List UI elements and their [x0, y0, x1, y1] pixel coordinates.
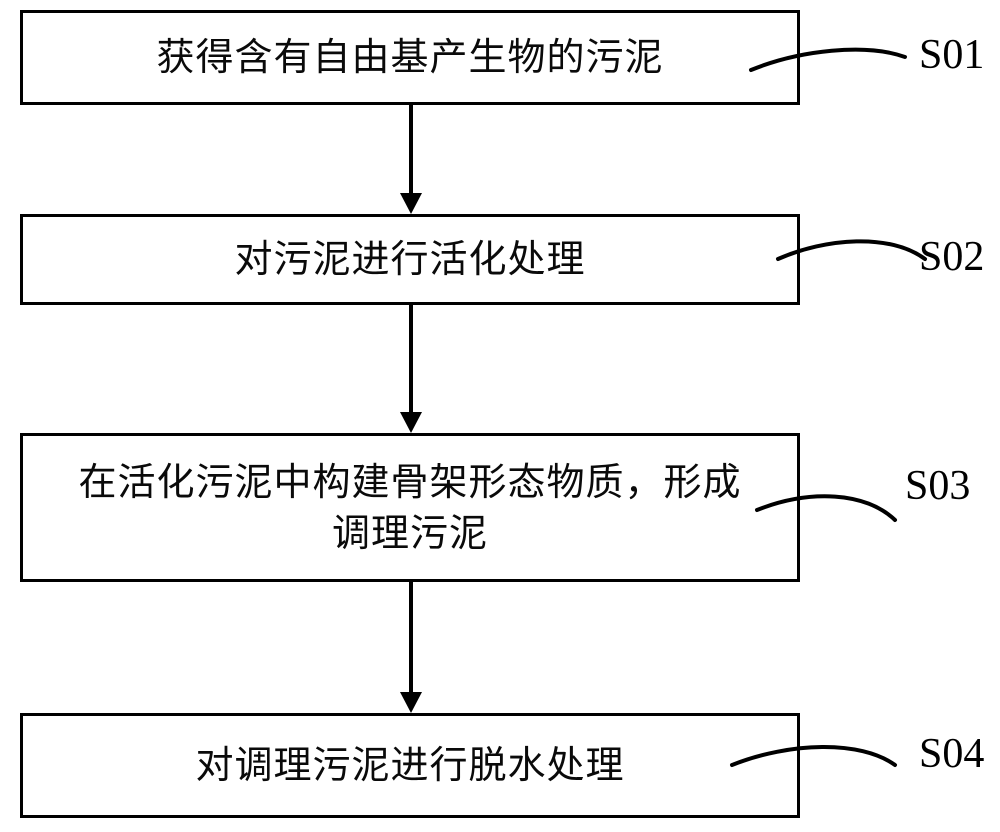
process-box-s04: 对调理污泥进行脱水处理 [20, 713, 800, 818]
step-label-s01: S01 [919, 32, 985, 78]
process-box-s01-text: 获得含有自由基产生物的污泥 [156, 35, 664, 80]
step-label-s02: S02 [919, 234, 985, 280]
connector-s01-s02 [400, 105, 422, 214]
step-label-s03: S03 [905, 463, 971, 509]
process-box-s04-text: 对调理污泥进行脱水处理 [195, 743, 625, 788]
process-box-s03-text: 在活化污泥中构建骨架形态物质，形成调理污泥 [78, 460, 742, 555]
process-box-s01: 获得含有自由基产生物的污泥 [20, 10, 800, 105]
connector-s03-s04 [400, 582, 422, 713]
process-box-s02-text: 对污泥进行活化处理 [234, 237, 586, 282]
leader-line-s02 [776, 239, 927, 261]
process-box-s02: 对污泥进行活化处理 [20, 214, 800, 305]
connector-s02-s03 [400, 305, 422, 433]
step-label-s04: S04 [919, 731, 985, 777]
process-box-s03: 在活化污泥中构建骨架形态物质，形成调理污泥 [20, 433, 800, 582]
